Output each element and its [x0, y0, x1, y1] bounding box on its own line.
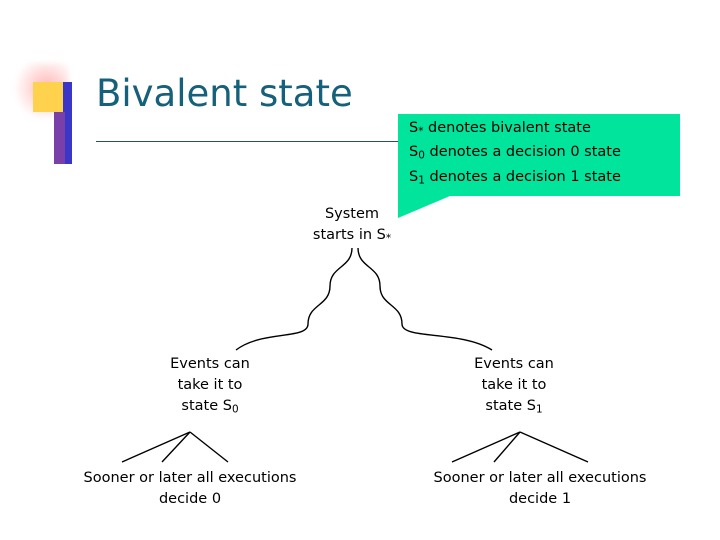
node-right-events-line3: state S1 — [485, 398, 543, 416]
decor-purple-bar — [54, 112, 65, 164]
legend-line-decision0: S0 denotes a decision 0 state — [409, 144, 621, 162]
node-left-events: Events can take it to state S0 — [108, 354, 312, 420]
node-right-decide-line2: decide 1 — [508, 491, 572, 507]
node-right-events: Events can take it to state S1 — [412, 354, 616, 420]
legend-callout-text: S* denotes bivalent state S0 denotes a d… — [409, 118, 673, 191]
decor-blue-bar — [63, 82, 72, 164]
legend-callout-tail — [398, 196, 450, 218]
legend-line-decision1: S1 denotes a decision 1 state — [409, 168, 621, 186]
node-right-events-line2: take it to — [481, 377, 547, 393]
node-left-decide-line2: decide 0 — [158, 491, 222, 507]
node-left-events-line2: take it to — [177, 377, 243, 393]
node-left-events-line3: state S0 — [181, 398, 239, 416]
node-left-decide-line1: Sooner or later all executions — [83, 470, 297, 486]
node-system-line2: starts in S* — [312, 227, 392, 245]
node-left-decide: Sooner or later all executions decide 0 — [40, 468, 340, 510]
node-right-decide: Sooner or later all executions decide 1 — [390, 468, 690, 510]
node-right-decide-line1: Sooner or later all executions — [433, 470, 647, 486]
decor-yellow-square — [33, 82, 63, 112]
node-system-line1: System — [324, 206, 380, 222]
legend-callout-box — [398, 114, 680, 196]
legend-line-bivalent: S* denotes bivalent state — [409, 120, 591, 138]
node-system-start: System starts in S* — [262, 204, 442, 249]
node-right-events-line1: Events can — [474, 356, 554, 372]
title-divider — [96, 141, 680, 142]
page-title: Bivalent state — [96, 72, 353, 115]
node-left-events-line1: Events can — [170, 356, 250, 372]
